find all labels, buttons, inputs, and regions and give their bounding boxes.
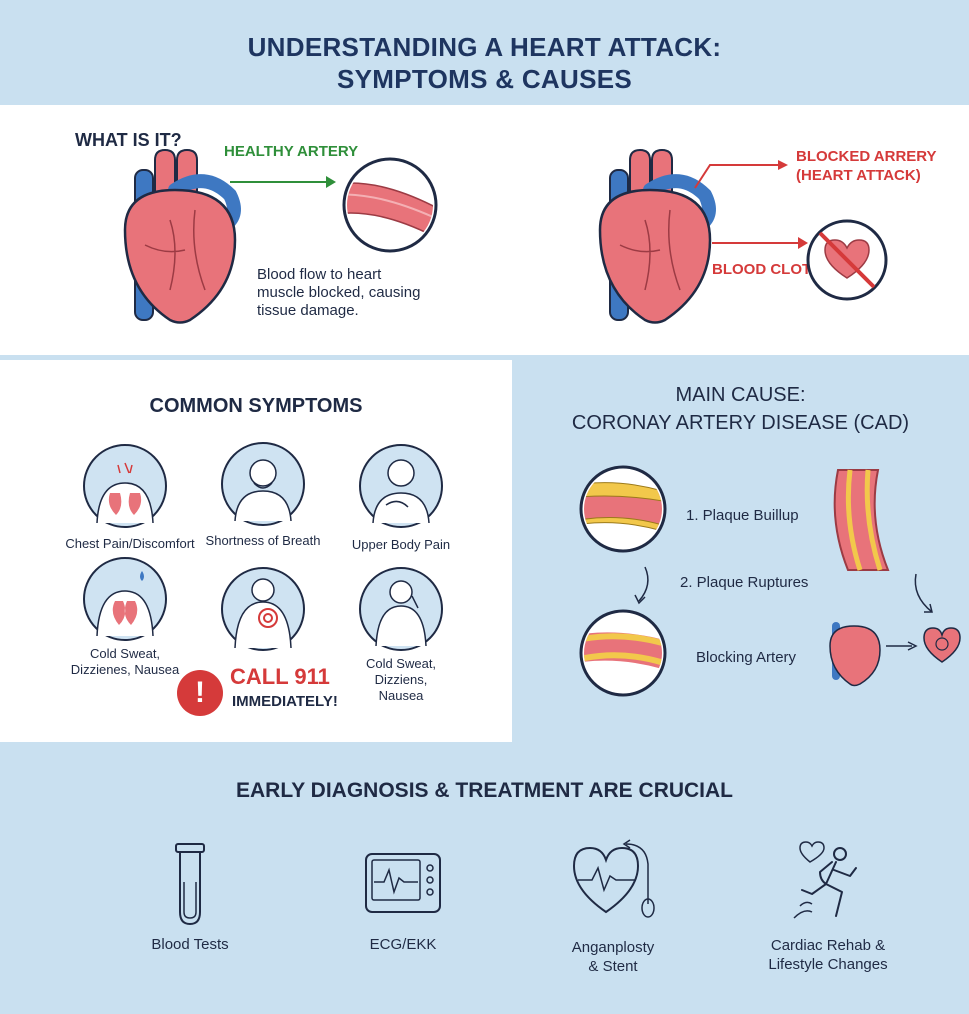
cold-sweat-icon (83, 557, 167, 641)
arrow-to-healthy (230, 176, 336, 188)
small-heart-icon (829, 622, 881, 687)
symptoms-panel (0, 360, 512, 742)
blocked-artery-icon (579, 609, 667, 697)
page-title-line2: SYMPTOMS & CAUSES (337, 64, 632, 94)
arrow-to-blocked (694, 160, 788, 189)
chest-pain-icon (83, 444, 167, 528)
treatment-label-angioplasty: Anganplosty & Stent (571, 939, 655, 975)
angioplasty-heart-icon (572, 839, 655, 918)
call-911-immediately: IMMEDIATELY! (232, 693, 338, 710)
heart-healthy-icon (123, 148, 241, 324)
plaque-buildup-icon (579, 465, 667, 553)
treatment-heading: EARLY DIAGNOSIS & TREATMENT ARE CRUCIAL (235, 779, 734, 802)
cause-heading-line2: CORONAY ARTERY DISEASE (CAD) (571, 412, 910, 434)
what-is-it-heading: WHAT IS IT? (75, 130, 182, 150)
blood-clot-label: BLOOD CLOT (712, 261, 812, 278)
page-title-line1: UNDERSTANDING A HEART ATTACK: (247, 32, 722, 62)
heart-blocked-icon (598, 148, 716, 324)
test-tube-icon (175, 843, 205, 926)
call-911-text: CALL 911 (230, 664, 330, 689)
healthy-artery-icon (342, 157, 438, 253)
treatment-label-cardiac-rehab: Cardiac Rehab & Lifestyle Changes (768, 937, 888, 973)
blood-clot-icon (806, 219, 888, 301)
curved-arrow-down-right (914, 573, 933, 613)
arrow-to-clot (712, 237, 808, 249)
treatment-label-blood-tests: Blood Tests (151, 936, 229, 953)
what-is-it-description: Blood flow to heart muscle blocked, caus… (257, 266, 421, 319)
symptom-label-cold-sweat: Cold Sweat, Dizzienes, Nausea (70, 646, 180, 677)
treatment-panel (0, 750, 969, 1014)
dizziness-icon (359, 567, 443, 651)
shortness-of-breath-icon (221, 442, 305, 526)
header-band (0, 0, 969, 105)
symptom-label-nausea: Cold Sweat, Dizziens, Nausea (365, 656, 437, 703)
alert-icon: ! (177, 670, 223, 716)
symptoms-heading: COMMON SYMPTOMS (149, 395, 363, 417)
upper-body-pain-icon (359, 444, 443, 528)
artery-segment-icon (833, 469, 890, 571)
damaged-heart-icon (923, 627, 961, 663)
symptom-label-chest-pain: Chest Pain/Discomfort (65, 536, 195, 551)
blocked-artery-label: BLOCKED ARRERY (HEART ATTACK) (796, 148, 937, 184)
healthy-artery-label: HEALTHY ARTERY (224, 143, 359, 160)
arrow-to-heart (886, 641, 918, 651)
treatment-label-ecg: ECG/EKK (369, 936, 437, 953)
symptom-label-shortness-of-breath: Shortness of Breath (205, 533, 321, 548)
symptom-label-upper-body-pain: Upper Body Pain (351, 537, 451, 552)
curved-arrow-down-left (634, 566, 649, 605)
step-plaque-ruptures: 2. Plaque Ruptures (680, 574, 809, 591)
cause-panel (512, 360, 969, 746)
step-plaque-buildup: 1. Plaque Buillup (686, 507, 799, 524)
step-blocking-artery: Blocking Artery (696, 649, 797, 666)
ecg-monitor-icon (365, 853, 441, 913)
cause-heading-line1: MAIN CAUSE: (675, 384, 806, 406)
running-person-icon (793, 841, 857, 919)
arm-pain-icon (221, 567, 305, 651)
